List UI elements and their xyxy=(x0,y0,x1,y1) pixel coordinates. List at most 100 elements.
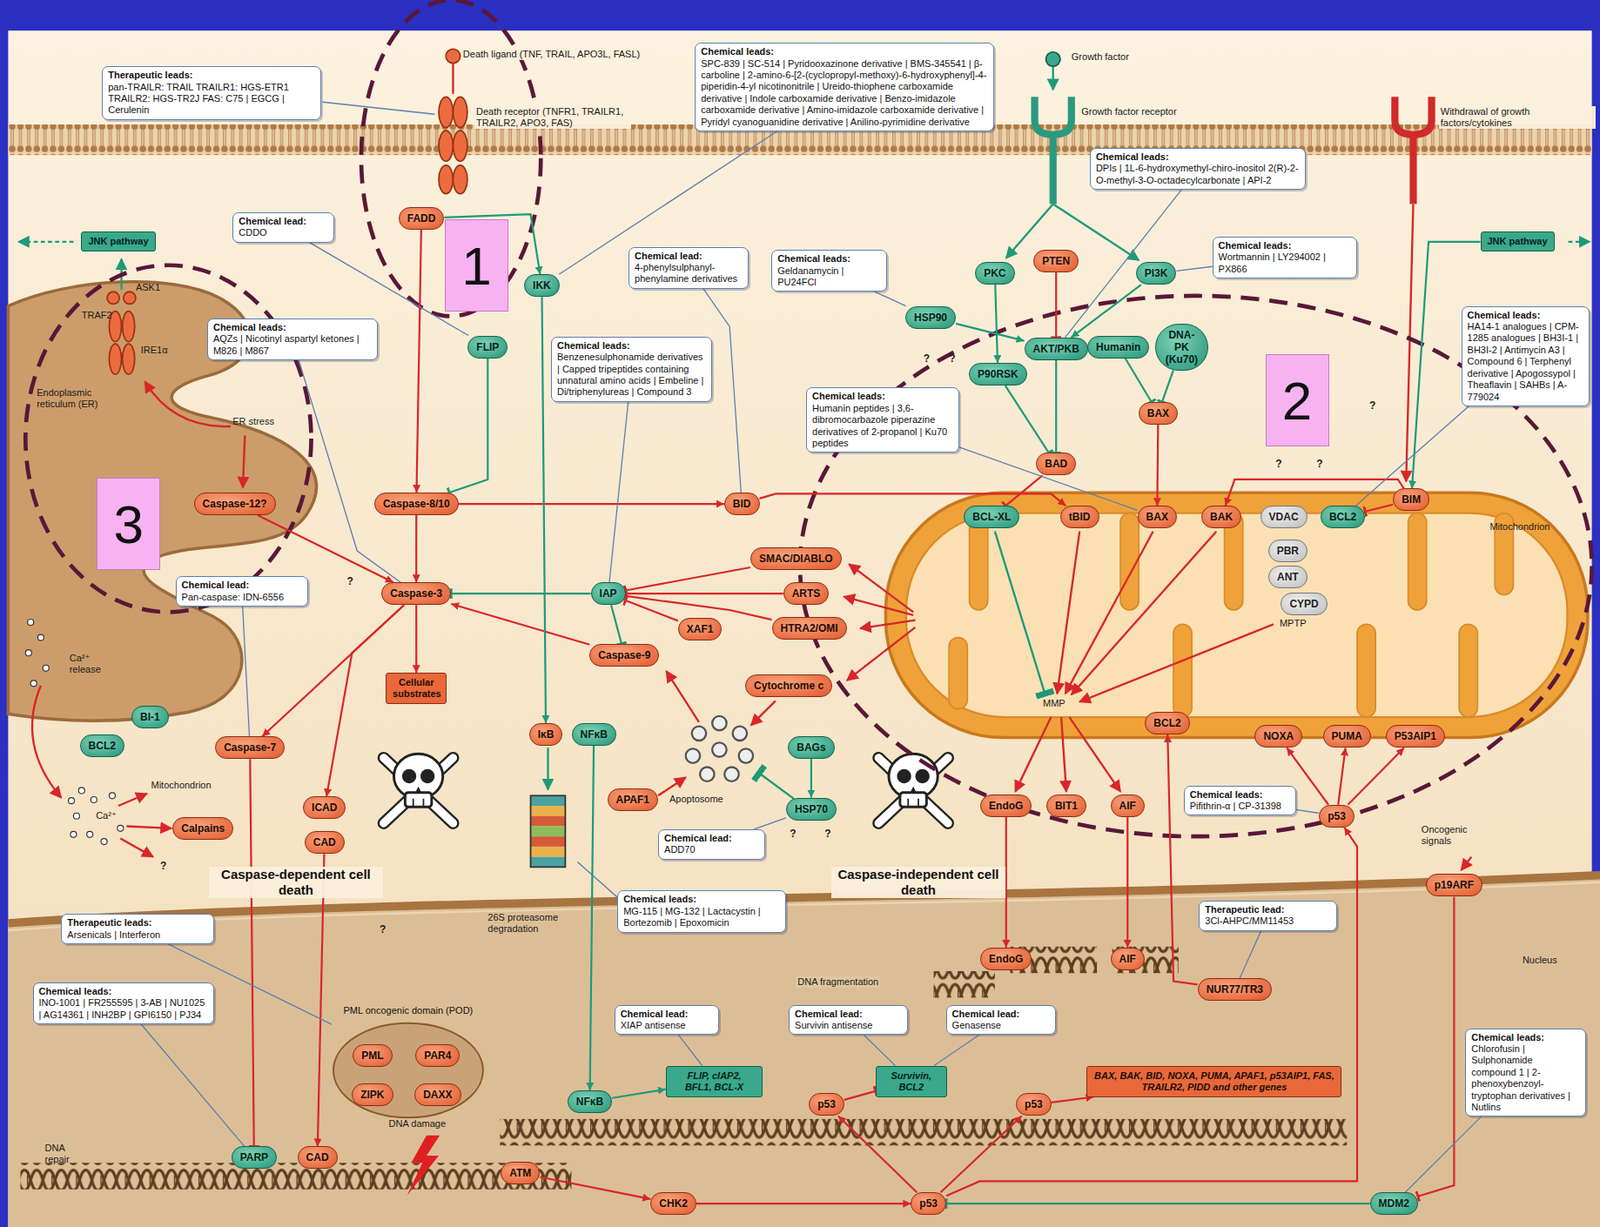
protein-node: MDM2 xyxy=(1370,1192,1419,1216)
label-text: Withdrawal of growth factors/cytokines xyxy=(1438,106,1596,129)
label-text: Mitochondrion xyxy=(150,779,211,792)
activation-arrow xyxy=(1126,817,1129,948)
question-mark: ? xyxy=(824,828,831,841)
protein-node: BIT1 xyxy=(1046,794,1087,818)
node-text: HA14-1 analogues | CPM-1285 analogues | … xyxy=(1467,321,1585,404)
protein-node: IAP xyxy=(591,582,626,606)
node-text: HSP90 xyxy=(914,311,948,324)
node-text: DPIs | 1L-6-hydroxymethyl-chiro-inositol… xyxy=(1095,162,1301,187)
label-text: ER stress xyxy=(232,416,275,428)
inhibition-arrow xyxy=(625,592,784,595)
protein-node: p53 xyxy=(1015,1093,1052,1116)
node-text: AQZs | Nicotinyl aspartyl ketones | M826… xyxy=(213,333,372,357)
node-text: BAX xyxy=(1147,407,1170,420)
leader-line xyxy=(753,818,787,830)
activation-arrow xyxy=(458,503,725,505)
protein-node: Cytochrome c xyxy=(745,674,833,698)
node-text: Geldanamycin | PU24FCl xyxy=(777,265,881,290)
protein-node: IκB xyxy=(529,723,564,747)
protein-node: IKK xyxy=(524,274,560,297)
node-text: XAF1 xyxy=(686,623,714,636)
callout-number: 2 xyxy=(1265,354,1330,447)
node-text: ATM xyxy=(509,1167,532,1180)
leader-line xyxy=(959,447,1138,511)
node-text: BID xyxy=(732,497,752,511)
protein-node: CYPD xyxy=(1280,592,1327,616)
callout-heading: Chemical lead: xyxy=(620,1008,714,1021)
inhibition-arrow xyxy=(249,759,254,1147)
node-text: JNK pathway xyxy=(1487,235,1548,248)
activation-arrow xyxy=(415,515,417,583)
process-box: Cellular substrates xyxy=(385,672,447,705)
protein-node: XAF1 xyxy=(678,618,723,641)
node-text: Arsenicals | Interferon xyxy=(67,929,209,942)
label-text: DNA repair xyxy=(45,1142,91,1166)
node-text: HSP70 xyxy=(794,803,828,816)
node-text: JNK pathway xyxy=(87,235,148,248)
node-text: HTRA2/OMI xyxy=(780,622,839,635)
activation-arrow xyxy=(1051,1097,1095,1103)
activation-arrow xyxy=(1337,747,1345,805)
node-text: pan-TRAILR: TRAIL TRAILR1: HGS-ETR1 TRAI… xyxy=(107,81,316,117)
callout-heading: Chemical lead: xyxy=(238,215,329,228)
protein-node: BAD xyxy=(1035,452,1076,476)
protein-node: BAX xyxy=(1138,402,1178,425)
node-text: AIF xyxy=(1119,800,1137,813)
protein-node: CHK2 xyxy=(650,1192,697,1216)
question-mark: ? xyxy=(923,353,930,365)
node-text: p53 xyxy=(1024,1098,1043,1111)
protein-node: BI-1 xyxy=(131,705,169,729)
node-text: Chlorofusin | Sulphonamide compound 1 | … xyxy=(1471,1043,1580,1114)
protein-node: Caspase-8/10 xyxy=(374,492,459,516)
node-text: SMAC/DIABLO xyxy=(759,552,834,565)
node-text: XIAP antisense xyxy=(620,1020,714,1032)
protein-node: tBID xyxy=(1060,505,1100,529)
node-text: NOXA xyxy=(1263,730,1294,743)
outcome-label: Caspase-dependent cell death xyxy=(208,867,383,899)
protein-node: PBR xyxy=(1268,539,1308,563)
question-mark: ? xyxy=(789,828,796,841)
node-text: BCL2 xyxy=(1329,510,1357,524)
leader-line xyxy=(1296,809,1320,814)
protein-node: BIM xyxy=(1392,488,1430,511)
activation-arrow xyxy=(590,746,594,1091)
node-text: MG-115 | MG-132 | Lactacystin | Bortezom… xyxy=(623,906,780,930)
node-text: BAX xyxy=(1146,510,1169,524)
label-text: DNA fragmentation xyxy=(795,976,881,989)
protein-node: ANT xyxy=(1268,565,1308,589)
label-text: Apoptosome xyxy=(669,793,724,806)
node-text: AKT/PKB xyxy=(1033,342,1080,356)
protein-node: Calpains xyxy=(172,817,234,841)
skull-icon xyxy=(878,753,948,824)
node-text: BCL-XL xyxy=(972,510,1011,524)
lead-callout: Chemical leads:HA14-1 analogues | CPM-12… xyxy=(1461,306,1591,407)
inhibition-arrow xyxy=(449,358,488,494)
label-text: MPTP xyxy=(1279,618,1307,630)
activation-arrow xyxy=(1167,734,1197,985)
node-text: BI-1 xyxy=(140,711,161,724)
node-text: BCL2 xyxy=(88,739,116,753)
activation-arrow xyxy=(415,605,417,673)
node-text: Humanin peptides | 3,6-dibromocarbazole … xyxy=(812,403,954,451)
protein-node: NFκB xyxy=(571,723,617,747)
protein-node: ARTS xyxy=(783,582,830,606)
lead-callout: Chemical lead:CDDO xyxy=(232,212,335,243)
nucleus xyxy=(7,875,1600,1227)
node-text: CAD xyxy=(313,836,337,849)
activation-arrow xyxy=(759,493,1067,506)
leader-line xyxy=(609,402,629,583)
activation-arrow xyxy=(1156,424,1159,507)
node-text: Benzenesulphonamide derivatives | Capped… xyxy=(557,351,706,399)
activation-arrow xyxy=(946,827,1358,1197)
node-text: BCL2 xyxy=(1153,717,1181,730)
activation-arrow xyxy=(955,323,1025,342)
activation-arrow xyxy=(611,1089,666,1099)
gene-box: Survivin, BCL2 xyxy=(875,1066,948,1098)
node-text: ICAD xyxy=(311,801,337,814)
inhibition-arrow xyxy=(450,592,591,595)
inhibition-arrow xyxy=(625,567,751,591)
node-text: Caspase-12? xyxy=(202,497,268,511)
protein-node: HSP90 xyxy=(905,306,956,330)
node-text: Pifithrin-α | CP-31398 xyxy=(1189,800,1291,813)
